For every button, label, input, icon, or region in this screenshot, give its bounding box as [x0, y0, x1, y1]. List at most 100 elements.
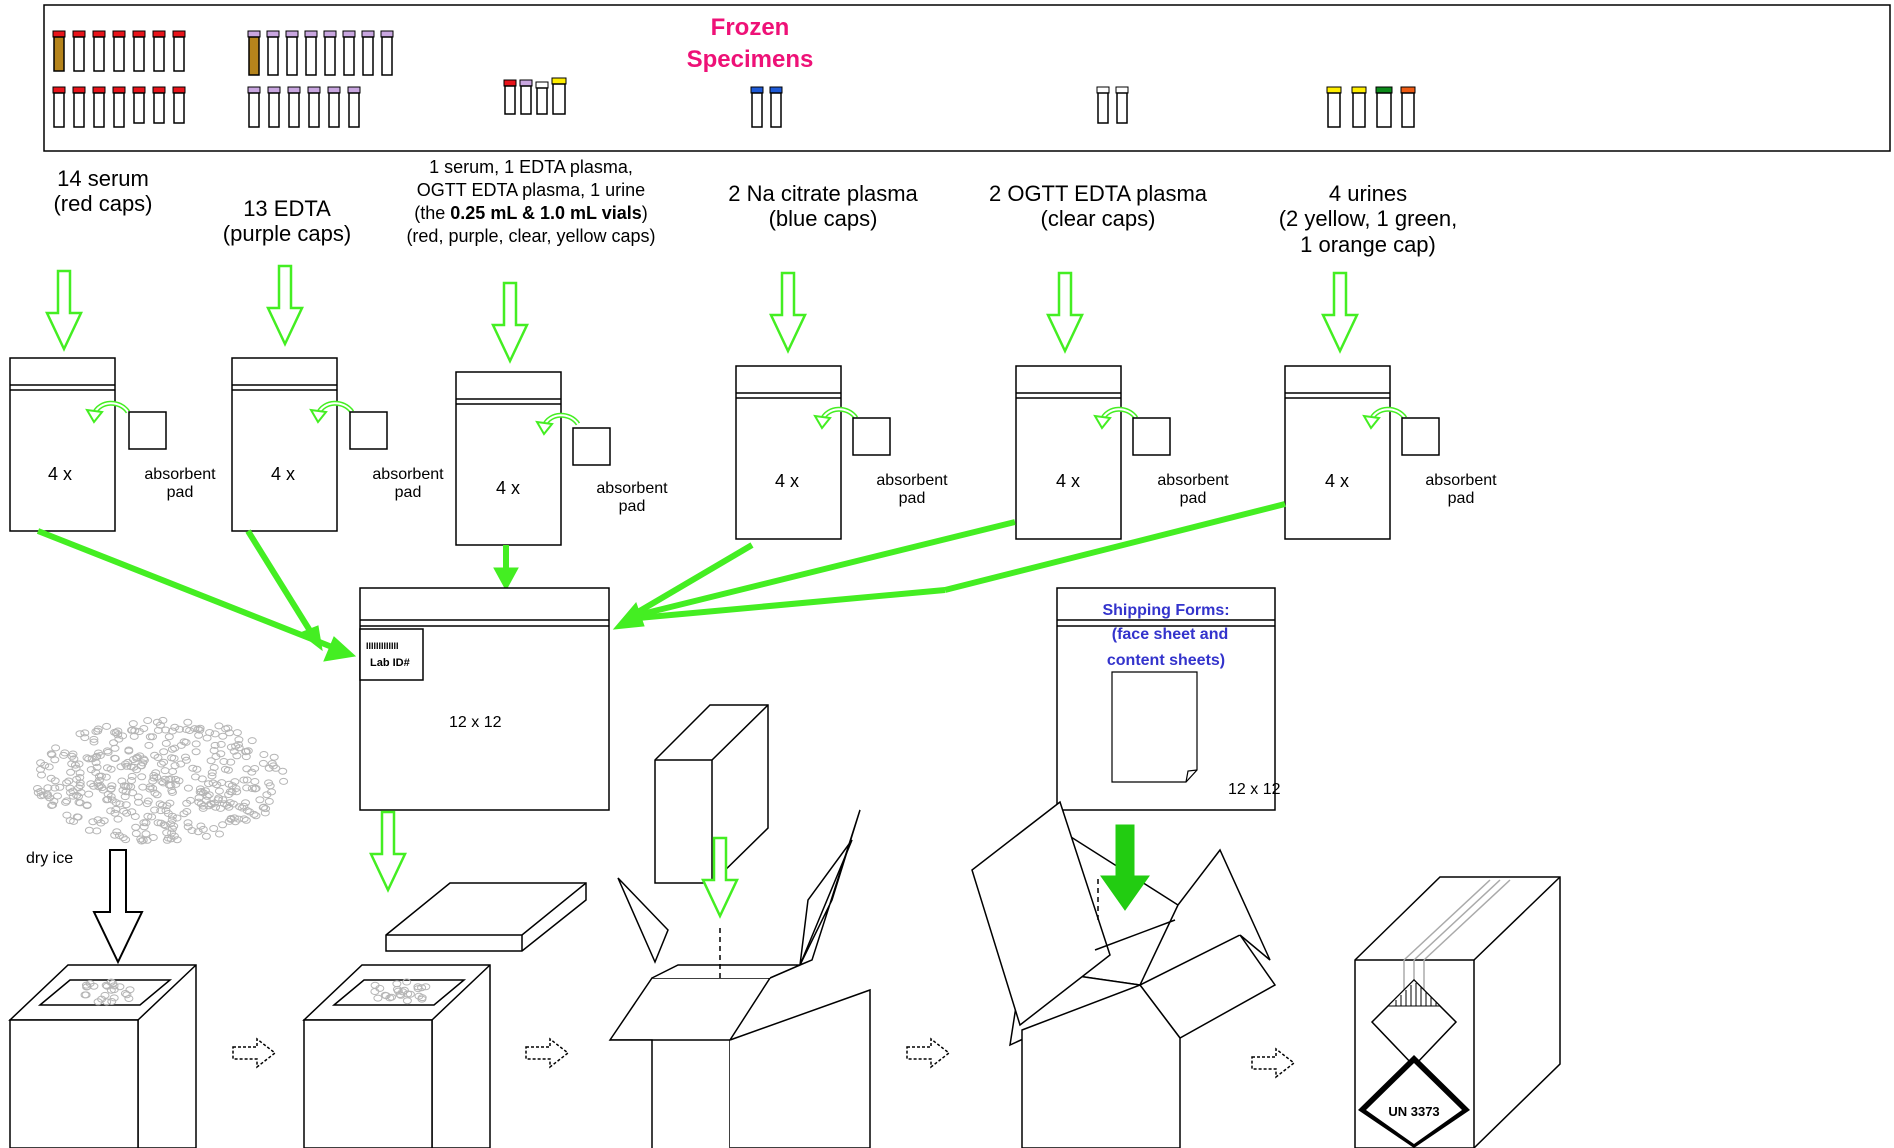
label-line: (the 0.25 mL & 1.0 mL vials)	[373, 202, 689, 225]
pad-line: absorbent	[1425, 472, 1497, 489]
tube-icon	[285, 30, 299, 76]
bag-serum	[9, 357, 167, 532]
tube-icon	[342, 30, 356, 76]
label-bold-text: 0.25 mL & 1.0 mL vials	[450, 203, 642, 223]
pad-line: absorbent	[596, 480, 668, 497]
arrow-mixed	[491, 281, 529, 363]
label-line: 2 Na citrate plasma	[728, 181, 918, 206]
frozen-specimens-panel	[43, 4, 1891, 152]
black-down-arrow-icon	[92, 849, 144, 965]
tube-icon	[1115, 86, 1129, 124]
arrow-ogtt	[1046, 271, 1084, 353]
tube-icon	[266, 30, 280, 76]
pad-label-serum: absorbent pad	[135, 466, 225, 503]
label-line: (purple caps)	[222, 221, 352, 247]
label-line: 1 serum, 1 EDTA plasma,	[429, 157, 633, 177]
lab-id-label	[359, 628, 424, 681]
tube-icon	[152, 30, 166, 72]
step-arrow-4	[1251, 1048, 1295, 1078]
tube-icon	[152, 86, 166, 124]
label-line: 2 OGTT EDTA plasma	[988, 181, 1208, 206]
tube-icon	[304, 30, 318, 76]
label-line: (clear caps)	[1040, 206, 1156, 232]
step-arrow-1	[232, 1038, 276, 1068]
label-line: OGTT EDTA plasma, 1 urine	[416, 180, 646, 200]
arrow-edta	[266, 264, 304, 346]
bag-urine	[1284, 365, 1440, 540]
bag-count-serum: 4 x	[47, 464, 72, 484]
pad-line: absorbent	[1157, 472, 1229, 489]
tube-icon	[750, 86, 764, 128]
label-text: (the	[414, 203, 451, 223]
absorbent-pad	[128, 411, 167, 450]
tube-icon	[1400, 86, 1416, 128]
label-line: (2 yellow, 1 green,	[1278, 206, 1458, 232]
open-box-forms	[971, 800, 1277, 1148]
tube-icon	[287, 86, 301, 128]
pad-line: pad	[1447, 490, 1475, 508]
absorbent-pad	[1401, 417, 1440, 456]
main-bag	[359, 587, 610, 811]
pad-label-ogtt: absorbent pad	[1148, 472, 1238, 509]
tube-icon	[1326, 86, 1342, 128]
pad-line: pad	[618, 498, 646, 516]
bag-count-urine: 4 x	[1324, 471, 1349, 491]
un3373-label	[1358, 1055, 1470, 1148]
pad-label-mixed: absorbent pad	[587, 480, 677, 517]
arrow-citrate	[769, 271, 807, 353]
forms-bag-size: 12 x 12	[1228, 781, 1281, 798]
tube-icon	[1351, 86, 1367, 128]
tube-icon	[172, 30, 186, 72]
label-line: (blue caps)	[768, 206, 878, 232]
tube-icon	[132, 30, 146, 72]
tube-icon	[307, 86, 321, 128]
label-citrate: 2 Na citrate plasma (blue caps)	[700, 181, 946, 232]
pad-line: absorbent	[876, 472, 948, 489]
tube-icon	[247, 30, 261, 76]
converging-arrows	[36, 501, 1286, 662]
tube-icon	[535, 81, 549, 115]
absorbent-pad	[572, 427, 611, 466]
forms-title: Shipping Forms:	[1102, 602, 1229, 619]
bag-ogtt	[1015, 365, 1171, 540]
document-icon	[1111, 671, 1198, 783]
open-box-styrofoam	[608, 704, 871, 1148]
label-line: 14 serum	[57, 166, 149, 191]
label-line: 1 orange cap)	[1300, 231, 1436, 257]
pad-line: pad	[898, 490, 926, 508]
lab-id-text: Lab ID#	[370, 657, 410, 669]
tube-icon	[112, 86, 126, 128]
lab-id-barcode: IIIIIIIIIIIII	[366, 641, 399, 651]
dry-ice-pile	[33, 716, 289, 845]
pad-line: pad	[166, 484, 194, 502]
main-bag-size: 12 x 12	[449, 714, 502, 731]
tube-icon	[347, 86, 361, 128]
bag-count-mixed: 4 x	[495, 478, 520, 498]
label-text: )	[641, 203, 648, 223]
label-line: 4 urines	[1328, 181, 1408, 206]
tube-icon	[92, 86, 106, 128]
absorbent-pad	[349, 411, 388, 450]
arrow-main-bag-to-box	[369, 810, 407, 892]
label-ogtt: 2 OGTT EDTA plasma (clear caps)	[955, 181, 1241, 232]
tube-icon	[172, 86, 186, 124]
label-line: (red caps)	[53, 191, 153, 217]
step-arrow-2	[525, 1038, 569, 1068]
bag-count-ogtt: 4 x	[1055, 471, 1080, 491]
arrow-urine	[1321, 271, 1359, 353]
tube-icon	[361, 30, 375, 76]
tube-icon	[519, 79, 533, 115]
absorbent-pad	[852, 417, 891, 456]
pad-line: pad	[394, 484, 422, 502]
pad-label-urine: absorbent pad	[1416, 472, 1506, 509]
tube-icon	[72, 86, 86, 128]
tube-icon	[247, 86, 261, 128]
un-label-text: UN 3373	[1388, 1104, 1439, 1119]
bag-edta	[231, 357, 388, 532]
bag-count-edta: 4 x	[270, 464, 295, 484]
label-mixed: 1 serum, 1 EDTA plasma, OGTT EDTA plasma…	[373, 156, 689, 248]
pad-line: absorbent	[372, 466, 444, 483]
step-arrow-3	[906, 1038, 950, 1068]
tube-icon	[1096, 86, 1110, 124]
